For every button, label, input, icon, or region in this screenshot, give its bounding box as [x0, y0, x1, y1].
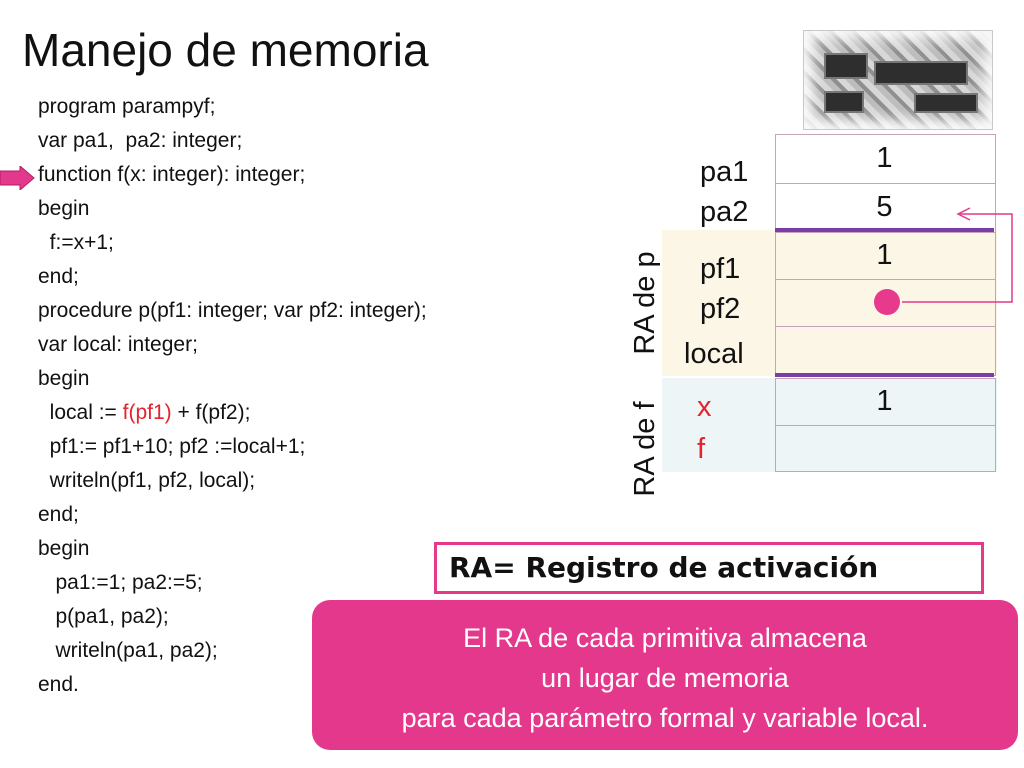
ra-p-boundary [775, 228, 994, 232]
var-label-x: x [697, 391, 712, 423]
code-line: f:=x+1; [38, 231, 114, 254]
code-text: + f(pf2); [171, 401, 251, 424]
reference-dot-icon [874, 289, 900, 315]
note-line: para cada parámetro formal y variable lo… [401, 703, 929, 733]
ra-definition-text: RA= Registro de activación [449, 551, 879, 584]
code-line-current: function f(x: integer): integer; [38, 163, 306, 186]
code-line: begin [38, 197, 90, 220]
code-line: begin [38, 367, 90, 390]
code-line: var pa1, pa2: integer; [38, 129, 243, 152]
memory-value-pf1: 1 [876, 239, 893, 271]
code-line: p(pa1, pa2); [38, 605, 169, 628]
highlighted-call: f(pf1) [122, 401, 172, 424]
current-line-arrow-icon [0, 166, 35, 190]
memory-cell-f [775, 425, 996, 472]
var-label-pf1: pf1 [700, 253, 741, 285]
page-title: Manejo de memoria [22, 24, 429, 76]
explanation-callout: El RA de cada primitiva almacena un luga… [312, 600, 1018, 750]
note-line: El RA de cada primitiva almacena [463, 623, 867, 653]
code-line: end; [38, 503, 79, 526]
code-line: var local: integer; [38, 333, 198, 356]
memory-cell-pa1 [775, 134, 996, 184]
reference-arrow-icon [902, 207, 1013, 303]
var-label-pa2: pa2 [700, 196, 749, 228]
memory-value-pa2: 5 [876, 191, 893, 223]
code-line: pa1:=1; pa2:=5; [38, 571, 203, 594]
var-label-local: local [684, 338, 744, 370]
code-line: end; [38, 265, 79, 288]
ra-f-label: RA de f [629, 401, 661, 497]
ra-definition-box: RA= Registro de activación [434, 542, 984, 594]
code-line: begin [38, 537, 90, 560]
var-label-f: f [697, 433, 706, 465]
ra-f-boundary [775, 373, 994, 377]
code-line-local-assignment: local := f(pf1) + f(pf2); [38, 396, 427, 430]
code-text: local := [38, 401, 123, 424]
code-line: writeln(pa1, pa2); [38, 639, 218, 662]
code-line: end. [38, 673, 79, 696]
note-line: un lugar de memoria [541, 663, 789, 693]
var-label-pa1: pa1 [700, 156, 749, 188]
ra-p-label: RA de p [629, 251, 661, 355]
memory-value-pa1: 1 [876, 142, 893, 174]
memory-value-x: 1 [876, 385, 893, 417]
code-line: program parampyf; [38, 95, 216, 118]
memory-chip-image [803, 30, 993, 130]
code-line: procedure p(pf1: integer; var pf2: integ… [38, 299, 427, 322]
code-line: writeln(pf1, pf2, local); [38, 469, 256, 492]
memory-cell-local [775, 326, 996, 376]
var-label-pf2: pf2 [700, 293, 741, 325]
pascal-code-listing: program parampyf; var pa1, pa2: integer;… [38, 90, 427, 702]
code-line: pf1:= pf1+10; pf2 :=local+1; [38, 435, 306, 458]
